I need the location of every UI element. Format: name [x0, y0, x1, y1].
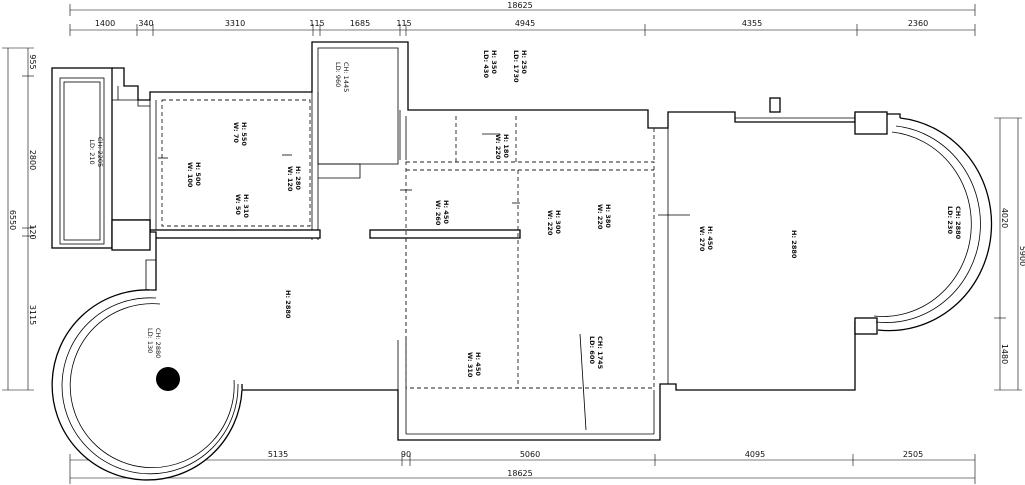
bottom-dimension: 5135: [268, 450, 288, 459]
left-room-height-label: H: 2880: [284, 290, 292, 319]
top-dimension: 2360: [908, 19, 928, 28]
exterior-walls: [51, 41, 901, 441]
svg-text:H: 180: H: 180: [502, 134, 510, 158]
svg-text:LD: 130: LD: 130: [146, 328, 154, 353]
bottom-dimension: 4095: [745, 450, 765, 459]
top-total-dimension: 18625: [507, 1, 532, 10]
svg-text:H: 250: H: 250: [520, 50, 528, 74]
left-bay-window: [51, 219, 243, 481]
left-dimension: 120: [28, 224, 37, 239]
left-dimension: 2800: [28, 150, 37, 170]
svg-text:H: 350: H: 350: [490, 50, 498, 74]
upper-left-window-label: W: 50 H: 310: [234, 194, 250, 218]
svg-text:W: 220: W: 220: [494, 134, 502, 160]
upper-left-room-label: W: 70 H: 550: [232, 122, 248, 146]
mid-door-label: W: 260 H: 450: [434, 200, 450, 226]
top-dimension: 3310: [225, 19, 245, 28]
right-dimension: 1480: [1000, 344, 1009, 364]
bottom-dimension: 5060: [520, 450, 540, 459]
svg-text:W: 270: W: 270: [698, 226, 706, 252]
top-dimension: 115: [309, 19, 324, 28]
left-dimension: 955: [28, 54, 37, 69]
mid-door-label: W: 220 H: 380: [596, 204, 612, 230]
svg-text:W: 50: W: 50: [234, 194, 242, 215]
svg-text:H: 450: H: 450: [442, 200, 450, 224]
right-dimension-lines: [994, 117, 1022, 391]
top-dimension: 4355: [742, 19, 762, 28]
left-total-dimension: 6550: [8, 210, 17, 230]
svg-text:H: 2880: H: 2880: [790, 230, 798, 259]
top-dimension: 1400: [95, 19, 115, 28]
svg-text:H: 280: H: 280: [294, 166, 302, 190]
svg-text:H: 2880: H: 2880: [284, 290, 292, 319]
svg-text:W: 310: W: 310: [466, 352, 474, 378]
svg-text:H: 450: H: 450: [706, 226, 714, 250]
bottom-door-label: W: 310 H: 450: [466, 352, 482, 378]
top-opening-label: LD: 1730 H: 250: [512, 50, 528, 83]
column-marker: [156, 367, 180, 391]
svg-text:H: 500: H: 500: [194, 162, 202, 186]
top-dimension-lines: [69, 4, 976, 36]
bottom-dimension: 2505: [903, 450, 923, 459]
top-dimension: 115: [396, 19, 411, 28]
svg-text:LD: 210: LD: 210: [88, 139, 96, 164]
svg-text:CH: 2880: CH: 2880: [154, 328, 162, 358]
bottom-dimension: 90: [401, 450, 411, 459]
right-opening-label: W: 270 H: 450: [698, 226, 714, 252]
svg-text:LD: 430: LD: 430: [482, 50, 490, 78]
svg-text:H: 300: H: 300: [554, 210, 562, 234]
upper-left-window-label: W: 100 H: 500: [186, 162, 202, 188]
svg-text:CH: 1745: CH: 1745: [596, 336, 604, 370]
leader-lines: [158, 133, 690, 431]
svg-text:H: 450: H: 450: [474, 352, 482, 376]
top-opening-label: W: 220 H: 180: [494, 134, 510, 160]
svg-text:W: 220: W: 220: [596, 204, 604, 230]
svg-text:CH: 2880: CH: 2880: [954, 206, 962, 240]
top-dimension: 340: [138, 19, 153, 28]
bottom-window-label: LD: 600 CH: 1745: [588, 336, 604, 370]
svg-text:LD: 960: LD: 960: [334, 62, 342, 87]
mid-door-label: W: 220 H: 300: [546, 210, 562, 236]
svg-text:W: 220: W: 220: [546, 210, 554, 236]
top-dimension: 4945: [515, 19, 535, 28]
right-bay-window: [873, 117, 993, 332]
upper-left-window-label: W: 120 H: 280: [286, 166, 302, 192]
ceiling-dashed-lines: [161, 99, 655, 389]
svg-text:W: 120: W: 120: [286, 166, 294, 192]
svg-text:W: 260: W: 260: [434, 200, 442, 226]
svg-text:W: 100: W: 100: [186, 162, 194, 188]
svg-text:W: 70: W: 70: [232, 122, 240, 143]
svg-text:H: 380: H: 380: [604, 204, 612, 228]
left-balcony: [51, 67, 113, 249]
right-bay-label: LD: 230 CH: 2880: [946, 206, 962, 240]
left-balcony-label: LD: 210 CH: 2205: [88, 137, 104, 167]
right-total-dimension: 5900: [1018, 246, 1025, 266]
svg-text:H: 550: H: 550: [240, 122, 248, 146]
svg-text:H: 310: H: 310: [242, 194, 250, 218]
top-opening-label: LD: 430 H: 350: [482, 50, 498, 78]
left-dimension: 3115: [28, 305, 37, 325]
svg-text:LD: 600: LD: 600: [588, 336, 596, 364]
top-small-room-label: LD: 960 CH: 1445: [334, 62, 350, 92]
bottom-total-dimension: 18625: [507, 469, 532, 478]
right-room-height-label: H: 2880: [790, 230, 798, 259]
top-dimension: 1685: [350, 19, 370, 28]
left-dimension-lines: [2, 47, 34, 391]
svg-text:CH: 2205: CH: 2205: [96, 137, 104, 167]
svg-text:LD: 230: LD: 230: [946, 206, 954, 234]
svg-text:CH: 1445: CH: 1445: [342, 62, 350, 92]
svg-text:LD: 1730: LD: 1730: [512, 50, 520, 83]
right-dimension: 4020: [1000, 208, 1009, 228]
left-bay-label: LD: 130 CH: 2880: [146, 328, 162, 358]
